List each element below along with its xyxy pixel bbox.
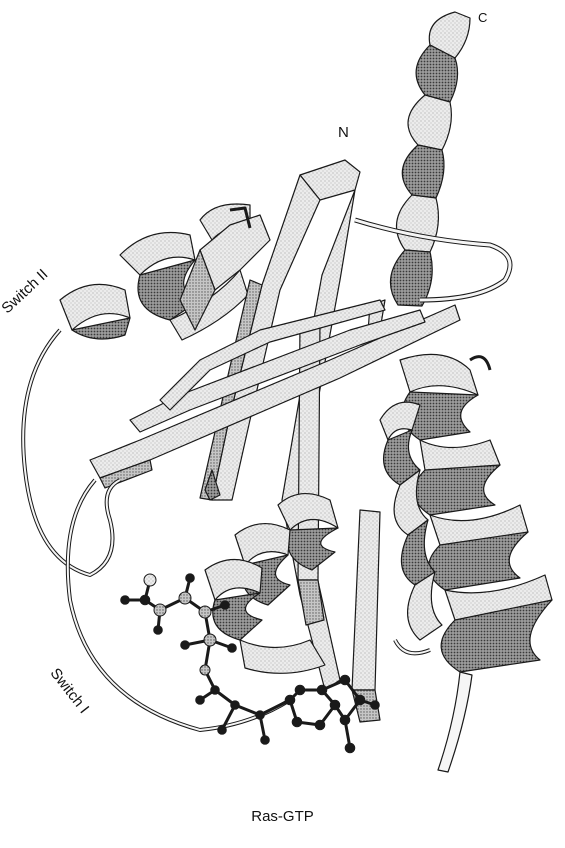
c-terminus-label: C [478,10,487,25]
magnesium-ion [144,574,156,586]
figure-caption: Ras-GTP [0,808,565,825]
helix-c-terminal [390,12,470,306]
n-terminus-label: N [338,124,349,141]
